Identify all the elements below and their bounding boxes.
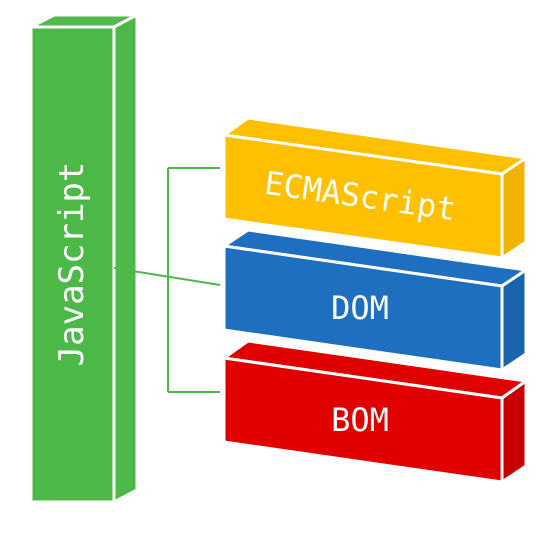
javascript-label: JavaScript (52, 162, 92, 367)
dom-block-side (500, 268, 528, 372)
dom-block-front (222, 244, 504, 372)
ecmascript-block-side (500, 156, 528, 260)
dom-label: DOM (331, 289, 389, 327)
javascript-pillar: JavaScript (29, 13, 139, 504)
javascript-pillar-front (29, 25, 116, 504)
bom-label: BOM (331, 401, 389, 439)
connector-lines (113, 167, 221, 393)
ecmascript-block-front (222, 133, 504, 260)
bom-block-front (222, 356, 504, 484)
bom-block: BOM (222, 339, 528, 484)
javascript-pillar-side (112, 13, 139, 504)
dom-block: DOM (222, 228, 528, 372)
ecmascript-block: ECMAScript (222, 116, 528, 260)
bom-block-side (500, 379, 528, 484)
